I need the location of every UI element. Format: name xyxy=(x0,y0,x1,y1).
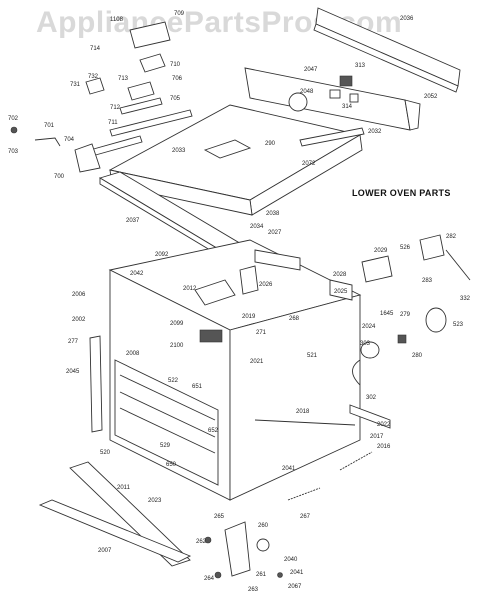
label-2011: 2011 xyxy=(117,485,131,491)
label-2032: 2032 xyxy=(368,129,382,135)
label-2017: 2017 xyxy=(370,434,384,440)
label-2019: 2019 xyxy=(242,314,256,320)
label-701: 701 xyxy=(44,123,55,129)
label-2007: 2007 xyxy=(98,548,112,554)
part-labels: 2036 2047 313 2048 314 2052 2032 290 207… xyxy=(8,11,471,593)
label-712: 712 xyxy=(110,105,121,111)
part-2032-rail xyxy=(299,127,365,147)
label-2042: 2042 xyxy=(130,271,144,277)
label-731: 731 xyxy=(70,82,81,88)
label-2092: 2092 xyxy=(155,252,169,258)
label-2067: 2067 xyxy=(288,584,302,590)
label-2024: 2024 xyxy=(362,324,376,330)
label-700: 700 xyxy=(54,174,65,180)
label-714: 714 xyxy=(90,46,101,52)
label-1645: 1645 xyxy=(380,311,394,317)
label-2008: 2008 xyxy=(126,351,140,357)
label-2041: 2041 xyxy=(282,466,296,472)
label-283: 283 xyxy=(422,278,433,284)
label-313: 313 xyxy=(355,63,366,69)
label-2002: 2002 xyxy=(72,317,86,323)
label-709: 709 xyxy=(174,11,185,17)
part-2011-2007-bottom-trim xyxy=(38,461,192,567)
right-components-cluster xyxy=(349,234,471,429)
label-2027: 2027 xyxy=(268,230,282,236)
label-2041b: 2041 xyxy=(290,570,304,576)
label-268: 268 xyxy=(289,316,300,322)
label-2038: 2038 xyxy=(266,211,280,217)
label-271: 271 xyxy=(256,330,267,336)
label-2026: 2026 xyxy=(259,282,273,288)
label-280: 280 xyxy=(412,353,423,359)
label-2047: 2047 xyxy=(304,67,318,73)
label-522: 522 xyxy=(168,378,179,384)
part-2016-spring xyxy=(339,451,373,471)
label-2028: 2028 xyxy=(333,272,347,278)
label-703: 703 xyxy=(8,149,19,155)
left-components-cluster xyxy=(10,21,193,173)
label-2021: 2021 xyxy=(250,359,264,365)
label-2037: 2037 xyxy=(126,218,140,224)
label-265: 265 xyxy=(214,514,225,520)
label-264: 264 xyxy=(204,576,215,582)
label-704: 704 xyxy=(64,137,75,143)
label-2022: 2022 xyxy=(377,422,391,428)
label-2040: 2040 xyxy=(284,557,298,563)
label-529: 529 xyxy=(160,443,171,449)
label-710: 710 xyxy=(170,62,181,68)
label-2048: 2048 xyxy=(300,89,314,95)
label-261: 261 xyxy=(256,572,267,578)
label-2052: 2052 xyxy=(424,94,438,100)
label-651: 651 xyxy=(192,384,203,390)
label-2029: 2029 xyxy=(374,248,388,254)
label-2033: 2033 xyxy=(172,148,186,154)
label-277: 277 xyxy=(68,339,79,345)
label-263: 263 xyxy=(248,587,259,593)
label-2036: 2036 xyxy=(400,16,414,22)
part-2045-side-rail xyxy=(89,335,103,433)
label-302: 302 xyxy=(366,395,377,401)
diagram-heading: LOWER OVEN PARTS xyxy=(352,188,451,198)
hinge-parts xyxy=(204,487,321,579)
label-2099: 2099 xyxy=(170,321,184,327)
label-303: 303 xyxy=(360,341,371,347)
label-2025: 2025 xyxy=(334,289,348,295)
label-520: 520 xyxy=(100,450,111,456)
label-732: 732 xyxy=(88,74,99,80)
label-702: 702 xyxy=(8,116,19,122)
label-2100: 2100 xyxy=(170,343,184,349)
oven-body xyxy=(108,239,362,501)
label-523: 523 xyxy=(453,322,464,328)
label-2023: 2023 xyxy=(148,498,162,504)
label-282: 282 xyxy=(446,234,457,240)
label-713: 713 xyxy=(118,76,129,82)
label-706: 706 xyxy=(172,76,183,82)
label-705: 705 xyxy=(170,96,181,102)
label-521: 521 xyxy=(307,353,318,359)
label-2018: 2018 xyxy=(296,409,310,415)
part-2036-panel xyxy=(313,7,461,93)
label-314: 314 xyxy=(342,104,353,110)
label-260: 260 xyxy=(258,523,269,529)
label-262: 262 xyxy=(196,539,207,545)
label-2006: 2006 xyxy=(72,292,86,298)
label-2072: 2072 xyxy=(302,161,316,167)
label-711: 711 xyxy=(108,120,118,126)
label-2012: 2012 xyxy=(183,286,197,292)
label-2034: 2034 xyxy=(250,224,264,230)
label-650: 650 xyxy=(166,462,177,468)
label-526: 526 xyxy=(400,245,411,251)
label-332: 332 xyxy=(460,296,471,302)
label-2016: 2016 xyxy=(377,444,391,450)
label-290: 290 xyxy=(265,141,276,147)
label-1108: 1108 xyxy=(110,17,124,23)
label-652: 652 xyxy=(208,428,219,434)
label-2045: 2045 xyxy=(66,369,80,375)
part-2052-back-panel xyxy=(244,67,421,131)
label-267: 267 xyxy=(300,514,311,520)
label-279: 279 xyxy=(400,312,411,318)
